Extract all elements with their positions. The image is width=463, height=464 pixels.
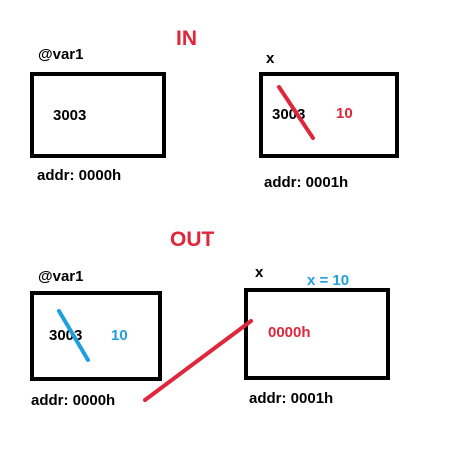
out-x-value: 0000h (268, 324, 311, 341)
in-x-old-value: 3003 (272, 106, 305, 123)
in-x-name: x (266, 50, 275, 67)
in-x-box (259, 72, 399, 158)
out-var1-new-value: 10 (111, 327, 128, 344)
out-x-box (244, 288, 390, 380)
out-title: OUT (170, 228, 215, 251)
out-x-name: x (255, 264, 264, 281)
in-var1-box (30, 72, 166, 158)
out-var1-strike-mark (57, 309, 90, 362)
out-var1-name: @var1 (38, 268, 84, 285)
in-title: IN (176, 27, 197, 50)
in-var1-addr: addr: 0000h (37, 167, 121, 184)
in-x-strike-mark (277, 85, 315, 140)
in-x-addr: addr: 0001h (264, 174, 348, 191)
in-var1-name: @var1 (38, 46, 84, 63)
in-x-new-value: 10 (336, 105, 353, 122)
pointer-link-line (143, 319, 253, 402)
in-var1-value: 3003 (53, 107, 86, 124)
out-var1-box (30, 291, 162, 381)
out-var1-addr: addr: 0000h (31, 392, 115, 409)
out-x-note: x = 10 (307, 272, 349, 289)
out-x-addr: addr: 0001h (249, 390, 333, 407)
